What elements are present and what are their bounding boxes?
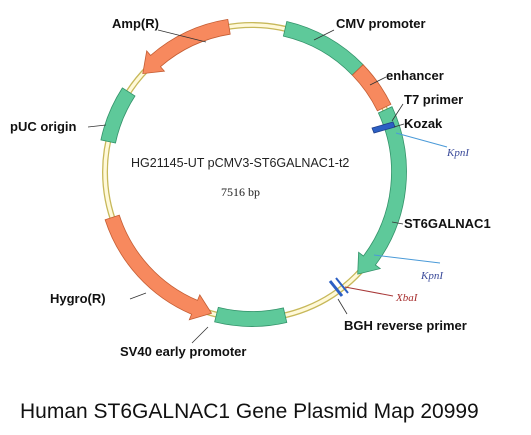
t7-label-line [391,103,404,122]
enhancer-label-line [369,76,387,86]
st6galnac1-label: ST6GALNAC1 [404,216,491,231]
figure-caption: Human ST6GALNAC1 Gene Plasmid Map 20999 [20,400,479,423]
hygro-arc [104,214,213,321]
puc-origin-label: pUC origin [10,119,76,134]
enhancer-arc [351,64,392,112]
kpni-site-1-line [395,132,448,148]
puc-label-line [87,124,107,128]
plasmid-name: HG21145-UT pCMV3-ST6GALNAC1-t2 [131,156,349,170]
bgh-primer-mark [328,277,349,297]
kozak-label: Kozak [404,116,443,131]
kpni-site-2-line [373,254,441,264]
st6galnac1-label-line [391,221,404,225]
puc-origin-arc [100,87,136,144]
kpni-site-1-label: KpnI [446,147,470,159]
st6galnac1-arc [357,106,407,275]
plasmid-size: 7516 bp [221,185,260,199]
feature-arcs [100,18,407,327]
enhancer-label: enhancer [386,68,444,83]
amp-label: Amp(R) [112,16,159,31]
cmv-label-line [313,29,335,41]
xbai-site-line [344,286,394,297]
bgh-reverse-primer-label: BGH reverse primer [344,318,467,333]
sv40-promoter-label: SV40 early promoter [120,344,246,359]
cmv-promoter-label: CMV promoter [336,16,426,31]
kozak-label-line [393,123,405,128]
amp-arc [142,18,231,75]
t7-primer-label: T7 primer [404,92,463,107]
kpni-site-2-label: KpnI [420,270,444,282]
xbai-site-label: XbaI [395,292,419,304]
bgh-label-line [337,298,348,315]
hygro-label: Hygro(R) [50,291,106,306]
hygro-label-line [129,292,147,300]
sv40-label-line [191,326,209,344]
amp-label-line [157,29,207,43]
sv40-promoter-arc [214,306,288,327]
